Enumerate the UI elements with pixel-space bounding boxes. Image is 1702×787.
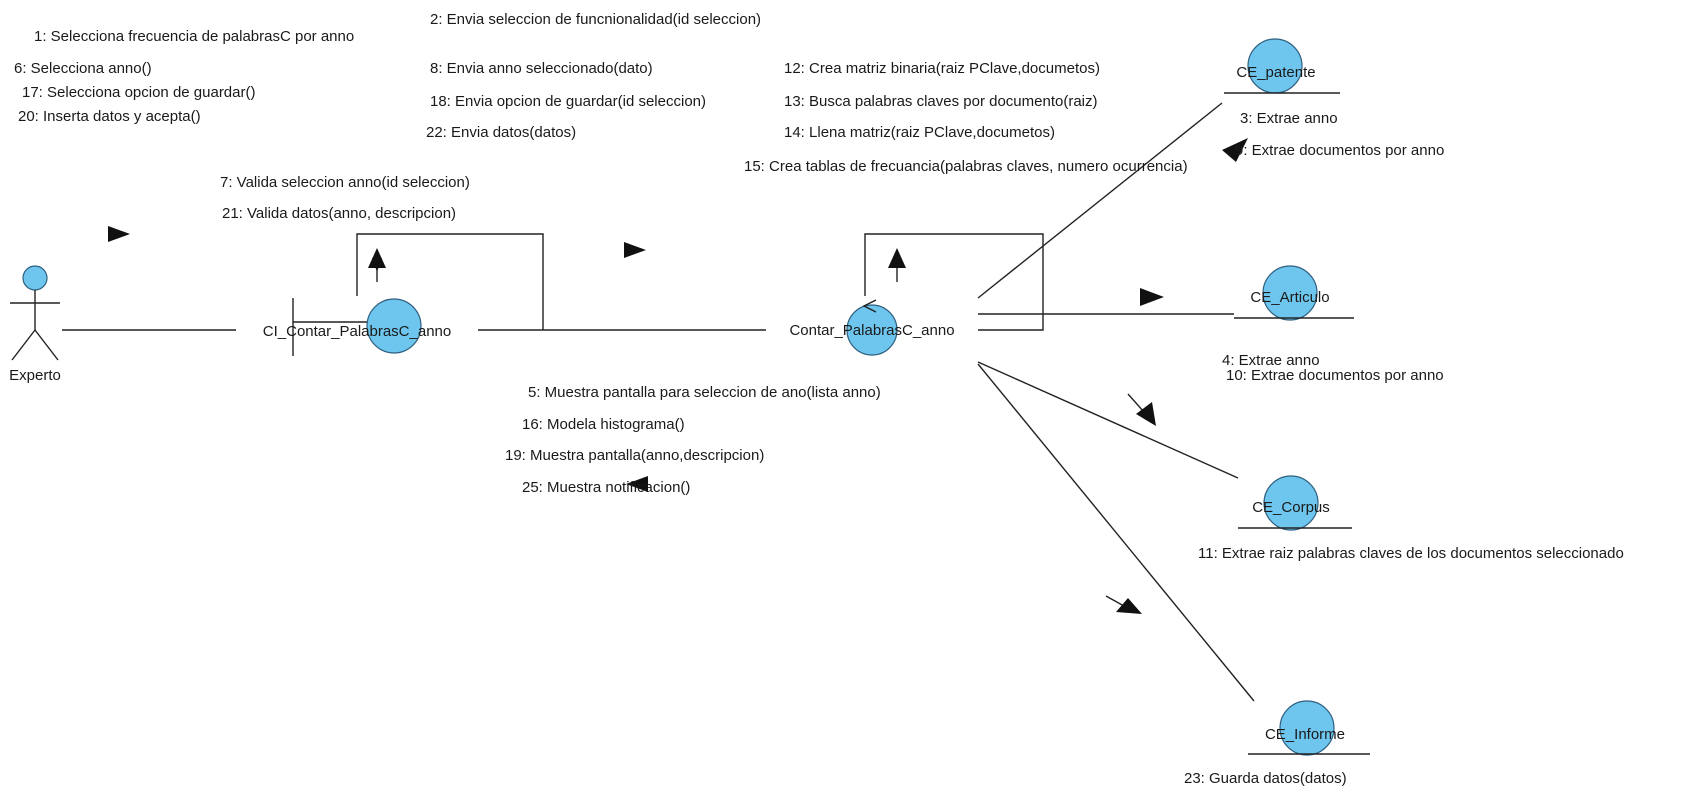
message-label: 17: Selecciona opcion de guardar(): [22, 84, 255, 101]
message-label: 9: Extrae documentos por anno: [1235, 142, 1444, 159]
message-label: 2: Envia seleccion de funcnionalidad(id …: [430, 11, 761, 28]
control-icon: [846, 304, 898, 356]
ci-label: CI_Contar_PalabrasC_anno: [263, 323, 451, 340]
arrow-control-to-ci-icon: [626, 476, 648, 492]
message-label: 23: Guarda datos(datos): [1184, 770, 1347, 787]
link-control-corpus: [977, 361, 1239, 479]
message-label: 14: Llena matriz(raiz PClave,documetos): [784, 124, 1055, 141]
entity-corpus-label: CE_Corpus: [1252, 499, 1330, 516]
link-control-patente: [977, 102, 1223, 299]
message-label: 20: Inserta datos y acepta(): [18, 108, 201, 125]
selflink-control: [864, 233, 1044, 331]
entity-patente-label: CE_patente: [1236, 64, 1315, 81]
message-label: 18: Envia opcion de guardar(id seleccion…: [430, 93, 706, 110]
arrow-ci-self-up-icon: [368, 248, 386, 268]
control-object: Contar_PalabrasC_anno: [789, 299, 955, 356]
entity-informe: CE_Informe: [1248, 700, 1370, 756]
message-label: 6: Selecciona anno(): [14, 60, 152, 77]
arrow-control-self-up-icon: [888, 248, 906, 268]
message-label: 8: Envia anno seleccionado(dato): [430, 60, 653, 77]
arrow-to-articulo-icon: [1140, 288, 1164, 306]
arrow-actor-to-ci-icon: [108, 226, 130, 242]
arrow-ci-to-control-icon: [624, 242, 646, 258]
selflink-ci: [356, 233, 544, 330]
boundary-ci: CI_Contar_PalabrasC_anno: [263, 298, 451, 356]
entity-informe-label: CE_Informe: [1265, 726, 1345, 743]
message-label: 22: Envia datos(datos): [426, 124, 576, 141]
message-label: 16: Modela histograma(): [522, 416, 685, 433]
control-label: Contar_PalabrasC_anno: [789, 322, 954, 339]
entity-patente: CE_patente: [1224, 38, 1340, 94]
arrow-to-informe-icon: [1116, 598, 1142, 614]
entity-articulo: CE_Articulo: [1234, 265, 1354, 321]
actor-label: Experto: [9, 367, 61, 384]
entity-icon: [1279, 700, 1335, 756]
entity-icon: [1263, 475, 1319, 531]
boundary-icon: [366, 298, 422, 354]
message-label: 7: Valida seleccion anno(id seleccion): [220, 174, 470, 191]
entity-articulo-label: CE_Articulo: [1250, 289, 1329, 306]
message-label: 1: Selecciona frecuencia de palabrasC po…: [34, 28, 354, 45]
message-label: 12: Crea matriz binaria(raiz PClave,docu…: [784, 60, 1100, 77]
message-label: 5: Muestra pantalla para seleccion de an…: [528, 384, 881, 401]
message-label: 21: Valida datos(anno, descripcion): [222, 205, 456, 222]
message-label: 15: Crea tablas de frecuancia(palabras c…: [744, 158, 1188, 175]
arrow-to-corpus-icon: [1136, 402, 1156, 426]
message-label: 4: Extrae anno: [1222, 352, 1320, 369]
entity-corpus: CE_Corpus: [1238, 475, 1352, 531]
actor-head-icon: [22, 265, 48, 291]
message-label: 11: Extrae raiz palabras claves de los d…: [1198, 545, 1624, 562]
arrow-to-corpus-stem: [1127, 393, 1145, 413]
control-arrowhead-icon: [862, 299, 877, 313]
arrow-to-informe-stem: [1105, 595, 1125, 607]
actor-experto: Experto: [9, 265, 61, 384]
message-label: 3: Extrae anno: [1240, 110, 1338, 127]
entity-icon: [1262, 265, 1318, 321]
arrow-to-patente-icon: [1222, 138, 1248, 162]
link-control-informe: [977, 363, 1255, 702]
message-label: 19: Muestra pantalla(anno,descripcion): [505, 447, 764, 464]
message-label: 13: Busca palabras claves por documento(…: [784, 93, 1098, 110]
message-label: 10: Extrae documentos por anno: [1226, 367, 1444, 384]
message-label: 25: Muestra notificacion(): [522, 479, 690, 496]
